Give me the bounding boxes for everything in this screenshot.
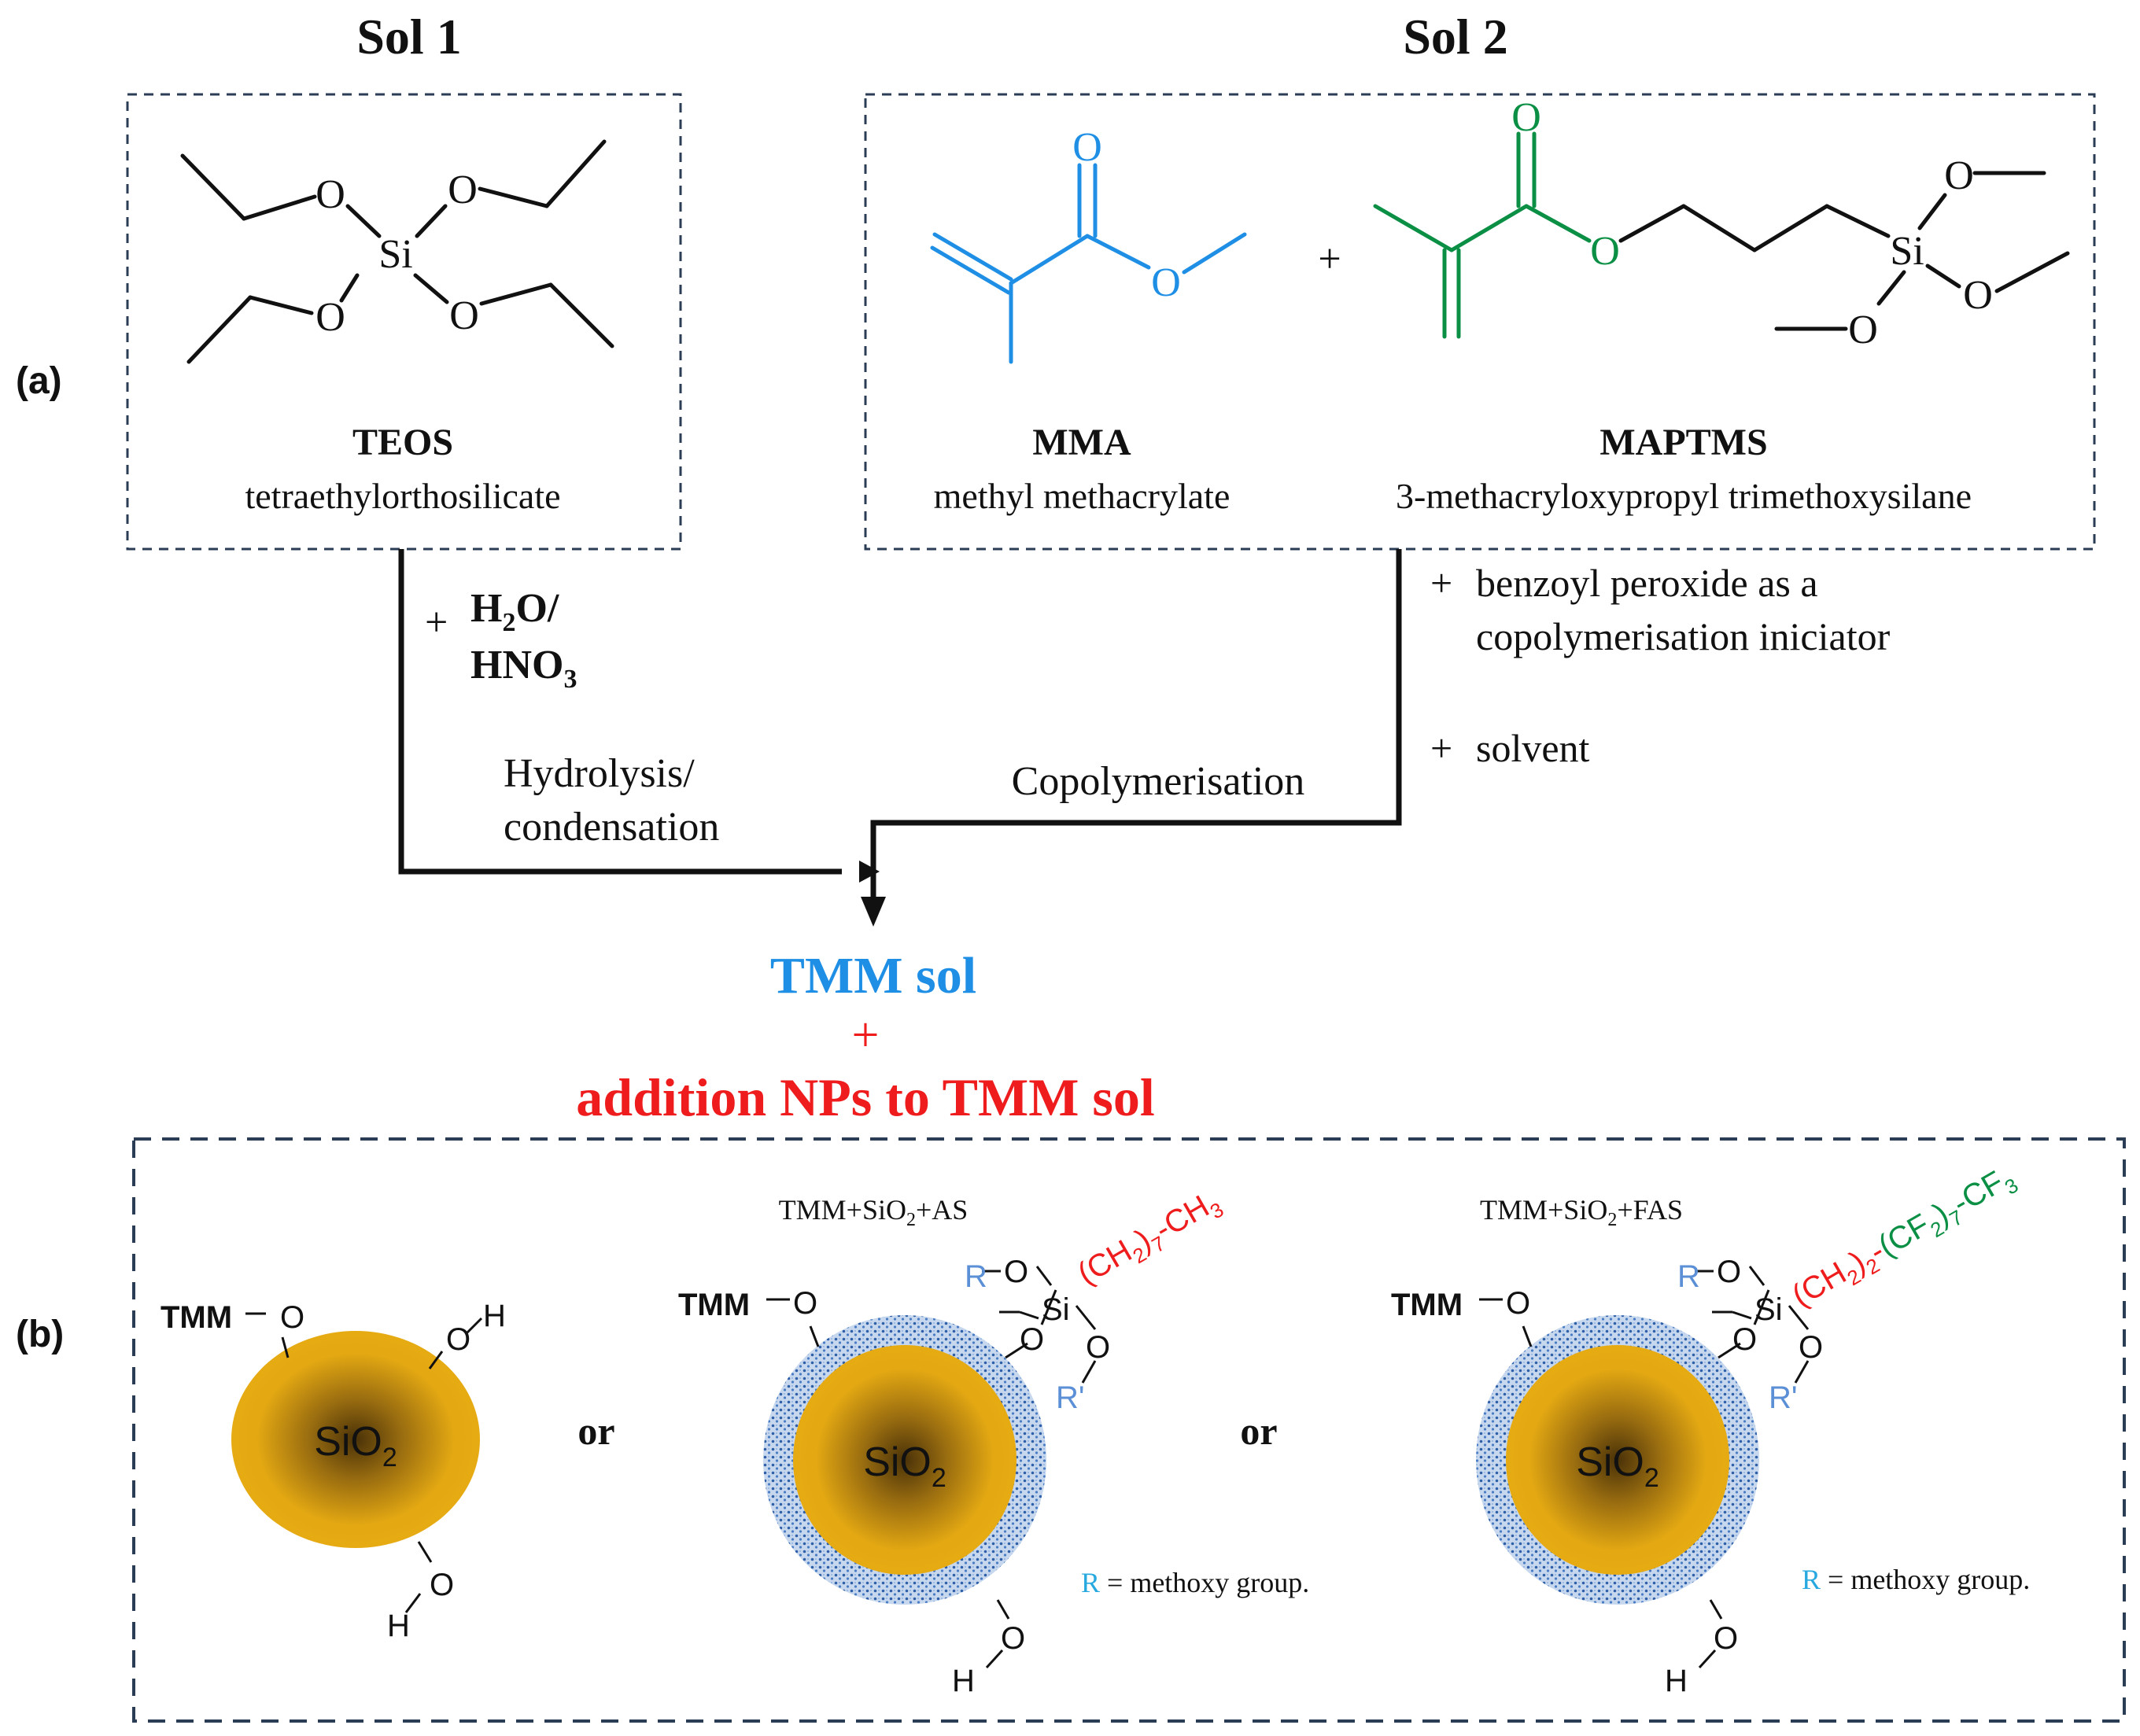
copolymerisation-step: Copolymerisation: [1012, 759, 1305, 804]
maptms-full-name: 3-methacryloxypropyl trimethoxysilane: [1396, 476, 1972, 516]
particle-fas-tmm-label: TMM: [1391, 1288, 1463, 1322]
arrow-head-right: [859, 861, 880, 883]
mma-structure: [930, 163, 1247, 364]
particle-fas-o-r2: O: [1799, 1330, 1823, 1365]
particle-fas-r2: R': [1769, 1380, 1798, 1415]
maptms-atom-o-carbonyl: O: [1511, 95, 1541, 140]
particle-as-note: R = methoxy group.: [1081, 1567, 1309, 1598]
product-tmm-sol: TMM sol: [770, 947, 976, 1004]
particle-plain-o-right: O: [446, 1322, 470, 1357]
particle-fas-h-bottom: H: [1665, 1664, 1688, 1698]
mma-atom-o-ester: O: [1151, 260, 1181, 305]
particle-as-o-shell: O: [1020, 1322, 1044, 1357]
sol2-box: [864, 93, 2096, 551]
particle-as-o-tmm: O: [793, 1286, 817, 1321]
mma-atom-o-carbonyl: O: [1072, 125, 1102, 170]
or-connector-2: or: [1240, 1409, 1277, 1453]
hydrolysis-step-line-2: condensation: [504, 805, 719, 850]
particle-plain-tmm-label: TMM: [160, 1300, 232, 1335]
mma-full-name: methyl methacrylate: [934, 476, 1230, 516]
maptms-structure: [1373, 131, 2070, 339]
particle-as-title: TMM+SiO2+AS: [779, 1194, 969, 1230]
particle-fas-fluoro-chain: (CH2)2-(CF2)7-CF3: [1787, 1159, 2023, 1318]
particle-as-alkyl-chain: (CH2)7-CH3: [1072, 1183, 1228, 1296]
particle-as-h-bottom: H: [952, 1664, 975, 1698]
panel-a-label: (a): [16, 360, 62, 402]
teos-atom-o2: O: [448, 168, 478, 212]
teos-atom-si: Si: [378, 232, 412, 277]
maptms-atom-o1: O: [1944, 153, 1974, 198]
teos-full-name: tetraethylorthosilicate: [245, 476, 560, 516]
teos-atom-o3: O: [315, 295, 345, 340]
teos-atom-o4: O: [449, 293, 479, 338]
particle-fas-si: Si: [1754, 1292, 1783, 1327]
addition-1-line-2: copolymerisation iniciator: [1476, 614, 1891, 658]
particle-as-o-r: O: [1004, 1255, 1028, 1289]
sol1-reagent-line1: H2O/: [470, 586, 559, 637]
addition-2-line-1: solvent: [1476, 726, 1590, 770]
particle-as-r2: R': [1056, 1380, 1085, 1415]
teos-structure: [180, 139, 614, 364]
teos-atom-o1: O: [315, 172, 345, 217]
mma-name: MMA: [1032, 422, 1131, 463]
particle-plain-core-label: SiO2: [314, 1419, 397, 1472]
maptms-atom-o3: O: [1848, 308, 1878, 352]
particle-fas-o-r: O: [1717, 1255, 1741, 1289]
sol1-reagent-plus: +: [425, 600, 448, 645]
particle-fas-core: [1506, 1345, 1729, 1575]
panel-b-label: (b): [16, 1314, 64, 1355]
process-arrows: [398, 549, 1402, 897]
sol1-box: [126, 93, 682, 551]
particle-as-tmm-label: TMM: [678, 1288, 750, 1322]
particle-fas: TMM+SiO2+FAS SiO2 TMM O O R O Si O R' O …: [1391, 1159, 2030, 1698]
addition-plus-1: +: [1430, 561, 1452, 605]
maptms-atom-si: Si: [1890, 229, 1924, 274]
particle-fas-o-shell: O: [1732, 1322, 1757, 1357]
particle-as-si: Si: [1042, 1292, 1070, 1327]
particle-plain-o-bottom: O: [430, 1568, 454, 1602]
maptms-name: MAPTMS: [1599, 422, 1767, 463]
product-addition-nps: addition NPs to TMM sol: [576, 1067, 1154, 1127]
particle-plain-h-bottom: H: [387, 1609, 410, 1643]
addition-plus-2: +: [1430, 726, 1452, 770]
hydrolysis-step-line-1: Hydrolysis/: [504, 751, 695, 796]
sol1-reagent-line2: HNO3: [470, 643, 577, 694]
addition-1-line-1: benzoyl peroxide as a: [1476, 561, 1818, 605]
sol1-title: Sol 1: [356, 9, 461, 65]
arrow-head-down: [861, 897, 886, 927]
particle-as-o-r2: O: [1086, 1330, 1110, 1365]
particle-as-o-bottom: O: [1001, 1621, 1025, 1656]
particle-fas-o-tmm: O: [1506, 1286, 1530, 1321]
teos-name: TEOS: [352, 422, 453, 463]
particle-fas-o-bottom: O: [1714, 1621, 1738, 1656]
maptms-atom-o-ester: O: [1590, 229, 1620, 274]
maptms-atom-o2: O: [1963, 273, 1993, 318]
particle-plain-o-tmm: O: [280, 1300, 304, 1335]
particle-plain-h-right: H: [483, 1299, 506, 1333]
particle-fas-title: TMM+SiO2+FAS: [1480, 1194, 1683, 1230]
panel-b-box: [132, 1137, 2126, 1723]
particle-as-core-label: SiO2: [863, 1439, 946, 1493]
particle-plain: SiO2 TMM O O H O H: [160, 1299, 506, 1643]
sol2-title: Sol 2: [1403, 9, 1507, 65]
particle-fas-core-label: SiO2: [1576, 1439, 1659, 1493]
particle-fas-r: R: [1677, 1259, 1700, 1294]
particle-plain-core: [231, 1331, 480, 1548]
particle-fas-note: R = methoxy group.: [1802, 1564, 2030, 1595]
sol2-plus: +: [1318, 237, 1341, 282]
or-connector-1: or: [577, 1409, 614, 1453]
particle-as-core: [793, 1345, 1016, 1575]
particle-as: TMM+SiO2+AS SiO2 TMM O O R O Si O R' O H…: [678, 1183, 1309, 1698]
product-plus: +: [852, 1008, 880, 1062]
particle-as-r: R: [965, 1259, 987, 1294]
